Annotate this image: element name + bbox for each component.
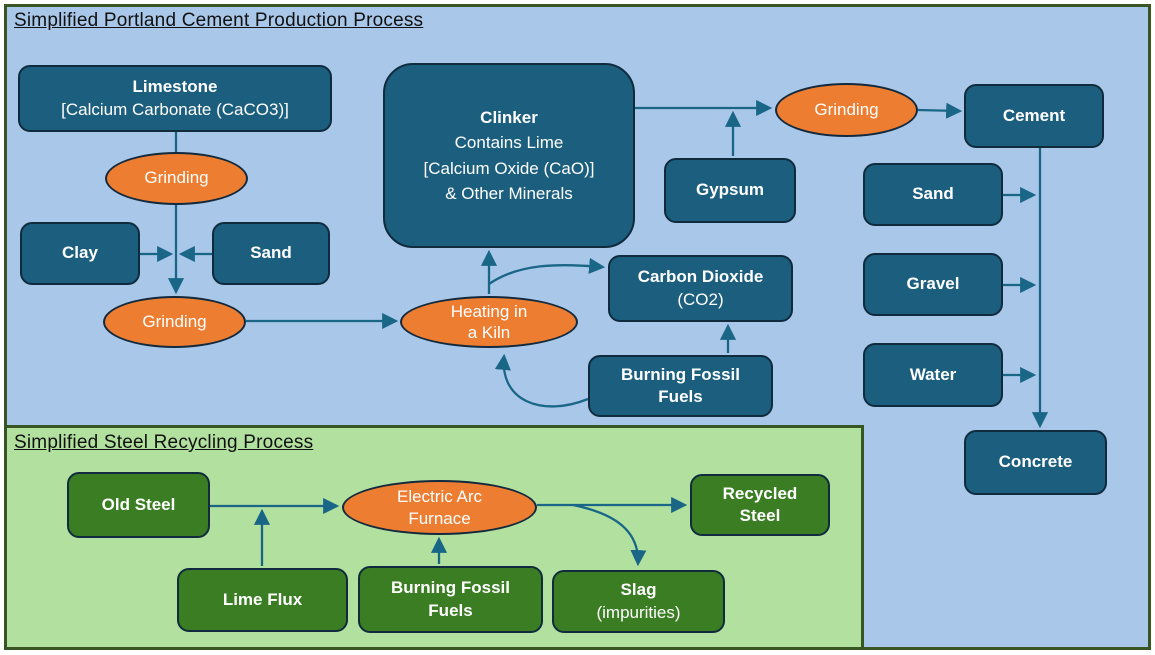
slag-box: Slag (impurities) [552, 570, 725, 633]
cement-section-title: Simplified Portland Cement Production Pr… [14, 10, 424, 31]
clay-box: Clay [20, 222, 140, 285]
grinding-top-ellipse: Grinding [105, 152, 248, 205]
heating-kiln-ellipse: Heating in a Kiln [400, 296, 578, 348]
cement-box: Cement [964, 84, 1104, 148]
clinker-box: Clinker Contains Lime [Calcium Oxide (Ca… [383, 63, 635, 248]
concrete-box: Concrete [964, 430, 1107, 495]
grinding-mid-ellipse: Grinding [103, 296, 246, 348]
gravel-box: Gravel [863, 253, 1003, 316]
burning-fossil-fuels-cement-box: Burning Fossil Fuels [588, 355, 773, 417]
water-box: Water [863, 343, 1003, 407]
limestone-sublabel: [Calcium Carbonate (CaCO3)] [61, 99, 289, 119]
steel-section-title: Simplified Steel Recycling Process [14, 432, 314, 453]
old-steel-box: Old Steel [67, 472, 210, 538]
limestone-label: Limestone [132, 77, 218, 97]
sand-aggregate-box: Sand [863, 163, 1003, 226]
grinding-right-ellipse: Grinding [775, 83, 918, 137]
burning-fossil-fuels-steel-box: Burning Fossil Fuels [358, 566, 543, 633]
gypsum-box: Gypsum [664, 158, 796, 223]
electric-arc-furnace-ellipse: Electric Arc Furnace [342, 480, 537, 535]
lime-flux-box: Lime Flux [177, 568, 348, 632]
sand-feed-box: Sand [212, 222, 330, 285]
carbon-dioxide-box: Carbon Dioxide (CO2) [608, 255, 793, 322]
limestone-box: Limestone [Calcium Carbonate (CaCO3)] [18, 65, 332, 132]
recycled-steel-box: Recycled Steel [690, 474, 830, 536]
